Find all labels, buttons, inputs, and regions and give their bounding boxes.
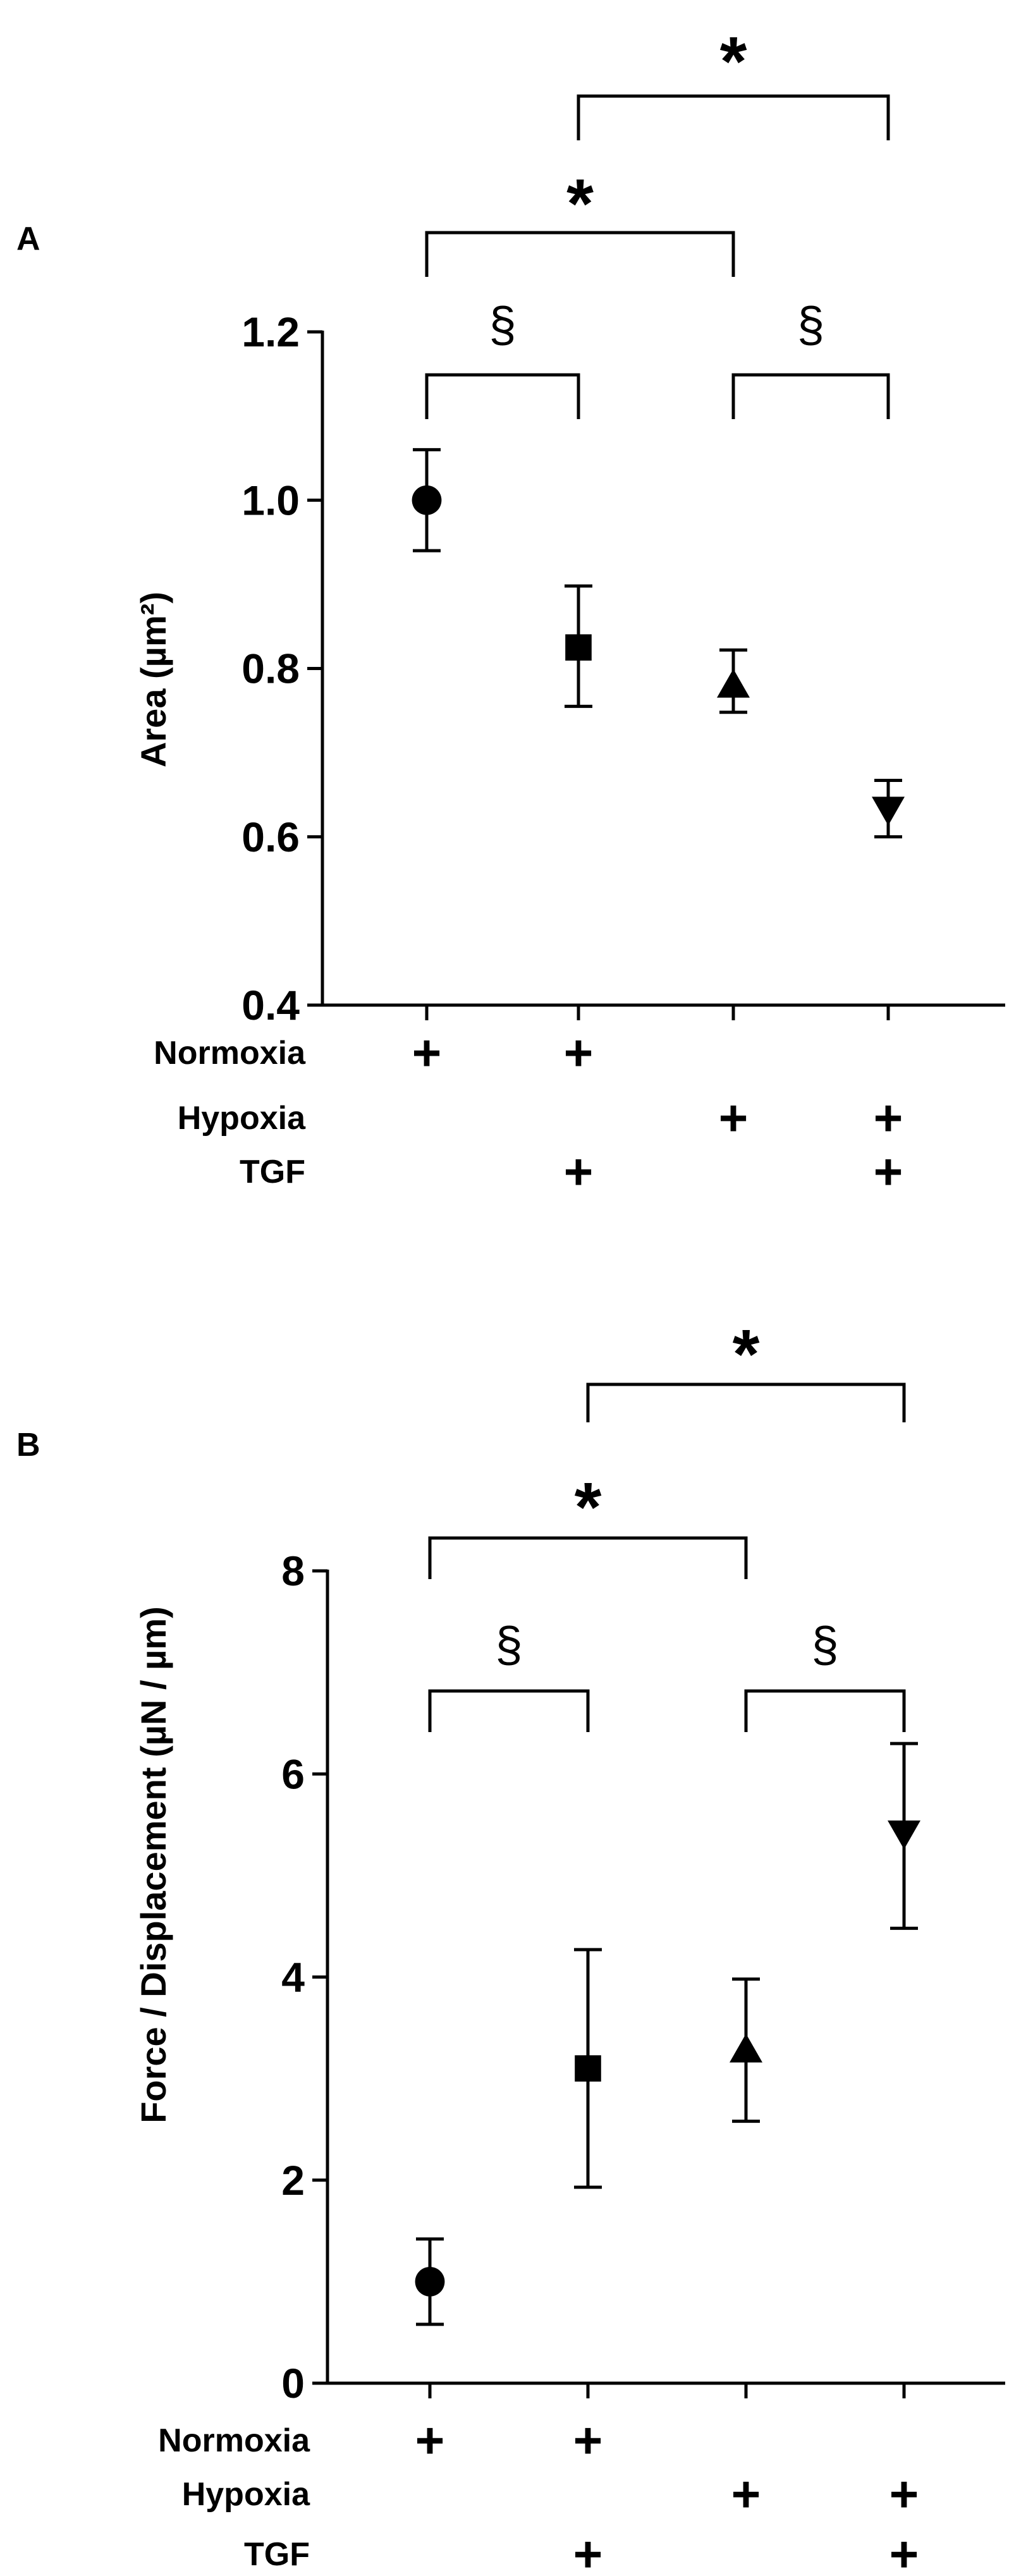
significance-symbol: § (811, 1616, 838, 1672)
significance-symbol: § (489, 296, 516, 352)
data-point-square (575, 2055, 601, 2082)
significance-bracket (425, 231, 735, 277)
condition-mark: + (564, 1025, 594, 1081)
significance-bracket (731, 373, 890, 419)
y-tick-label: 1.2 (241, 308, 300, 355)
condition-label: TGF (240, 1154, 305, 1190)
significance-bracket (428, 1536, 748, 1579)
significance-bracket (425, 373, 580, 419)
significance-bracket (577, 94, 890, 140)
condition-label: Hypoxia (178, 1100, 306, 1137)
significance-symbol: * (566, 165, 594, 243)
panel-b-label: B (16, 1427, 40, 1463)
y-tick-label: 0 (281, 2360, 305, 2407)
significance-bracket (428, 1689, 590, 1732)
significance-symbol: * (733, 1315, 760, 1393)
panel-b: B Force / Displacement (µN / µm) 0 2 4 6 8 § §… (16, 1315, 1005, 2576)
y-tick-label: 0.4 (241, 982, 300, 1029)
data-point-triangle-up (717, 669, 750, 698)
significance-bracket (586, 1383, 906, 1422)
condition-mark: + (719, 1090, 749, 1146)
condition-mark: + (573, 2412, 603, 2469)
significance-symbol: * (575, 1468, 602, 1546)
y-tick-label: 1.0 (241, 477, 300, 523)
panel-b-y-axis-title: Force / Displacement (µN / µm) (133, 1606, 173, 2123)
condition-mark: + (874, 1144, 903, 1200)
condition-label: Normoxia (154, 1035, 306, 1071)
condition-mark: + (412, 1025, 442, 1081)
significance-symbol: § (797, 296, 824, 352)
y-tick-label: 2 (281, 2157, 305, 2204)
condition-mark: + (573, 2526, 603, 2576)
data-point-triangle-down (872, 797, 905, 826)
data-point-square (565, 634, 592, 661)
condition-mark: + (889, 2526, 919, 2576)
significance-symbol: * (720, 23, 747, 101)
significance-bracket (744, 1689, 906, 1732)
condition-label: Hypoxia (182, 2476, 310, 2513)
data-point-triangle-down (888, 1820, 920, 1850)
panel-a-label: A (16, 221, 40, 257)
data-point-circle (412, 485, 442, 515)
significance-symbol: § (495, 1616, 522, 1672)
y-tick-label: 0.8 (241, 645, 300, 692)
condition-mark: + (889, 2466, 919, 2522)
condition-label: Normoxia (158, 2422, 310, 2459)
y-tick-label: 4 (281, 1954, 305, 2001)
panel-a-y-axis-title: Area (µm²) (133, 592, 173, 767)
condition-mark: + (564, 1144, 594, 1200)
condition-mark: + (874, 1090, 903, 1146)
condition-mark: + (731, 2466, 761, 2522)
condition-mark: + (415, 2412, 445, 2469)
data-point-circle (415, 2266, 445, 2297)
data-point-triangle-up (730, 2034, 762, 2063)
condition-label: TGF (244, 2536, 310, 2573)
y-tick-label: 6 (281, 1750, 305, 1797)
y-tick-label: 0.6 (241, 814, 300, 860)
panel-a: A Area (µm²) 0.4 0.6 0.8 1.0 1.2 § § * * Normoxia… (16, 23, 1005, 1200)
y-tick-label: 8 (281, 1547, 305, 1594)
